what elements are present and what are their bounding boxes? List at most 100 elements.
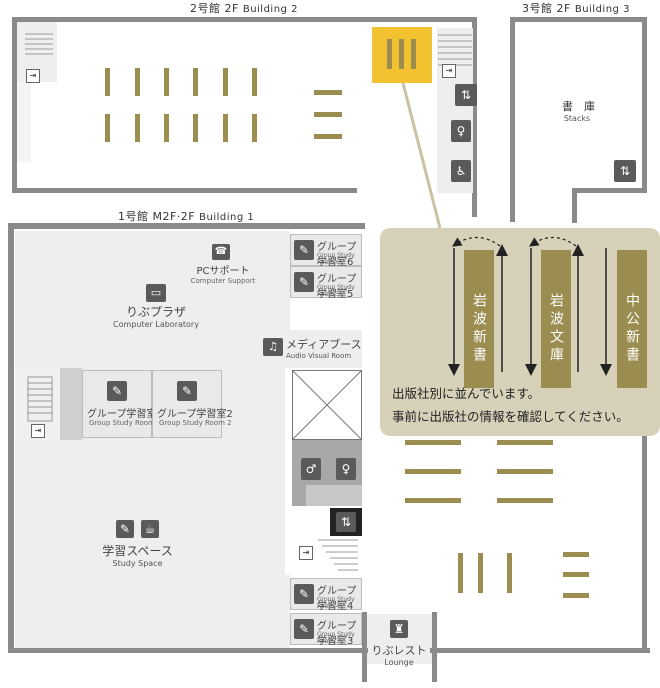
b3-wall-left — [510, 17, 515, 222]
building-2-en: Building 2 — [242, 4, 298, 15]
b1-stairs — [27, 376, 53, 422]
shelf — [164, 68, 169, 96]
building-2-name: 2号館 2F — [190, 2, 239, 15]
study-space-label: 学習スペース Study Space — [90, 542, 185, 568]
shelf — [563, 552, 589, 557]
restroom-multipurpose-icon: ♿ — [451, 160, 471, 182]
group-study-room-6[interactable]: ✎ グループ学習室6 Group Study Room 6 — [290, 234, 362, 268]
group-study-room-6-ja: グループ学習室6 — [317, 242, 357, 268]
pc-support-icon: ☎ — [212, 244, 230, 260]
group-study-room-5[interactable]: ✎ グループ学習室5 Group Study Room 5 — [290, 266, 362, 300]
shelf — [405, 498, 461, 503]
shelf — [314, 90, 342, 95]
group-study-icon: ✎ — [294, 619, 314, 639]
group-study-room-1-en: Group Study Room 1 — [89, 419, 162, 427]
b3-wall-right — [642, 17, 647, 193]
void-cross — [292, 370, 362, 440]
shelf — [135, 114, 140, 142]
b2-stairs-right — [438, 34, 472, 66]
b1-wall-left — [8, 223, 14, 653]
lounge-chair-icon: ♜ — [390, 620, 408, 638]
group-study-room-2-ja: グループ学習室2 — [157, 409, 233, 420]
building-1-en: Building 1 — [199, 212, 255, 223]
media-booth-label: メディアブース Audio Visual Room — [286, 336, 362, 360]
lounge-wall — [362, 612, 367, 682]
shelf — [223, 114, 228, 142]
b1-stair-dark — [60, 368, 82, 440]
computer-lab-en: Computer Laboratory — [113, 320, 199, 329]
b1-stairs-center — [318, 539, 358, 571]
lounge-ja: りぶレスト — [371, 644, 427, 657]
building-2-floor: ⇥ — [12, 17, 477, 217]
group-study-room-1[interactable]: ✎ グループ学習室1 Group Study Room 1 — [82, 370, 163, 438]
shelf — [164, 114, 169, 142]
shelf — [135, 68, 140, 96]
group-study-room-4-en: Group Study Room 4 — [317, 596, 355, 610]
shelf — [497, 498, 553, 503]
group-study-room-3-en: Group Study Room 3 — [317, 631, 355, 645]
restroom-block-inner — [306, 485, 362, 506]
callout-note-line-2: 事前に出版社の情報を確認してください。 — [392, 409, 629, 424]
lounge-wall-right — [432, 612, 437, 682]
elevator-icon: ⇅ — [336, 512, 356, 532]
group-study-room-5-en: Group Study Room 5 — [317, 284, 355, 298]
b2-wall-top — [12, 17, 477, 22]
shelf — [399, 39, 404, 69]
pc-support-en: Computer Support — [190, 277, 256, 285]
restroom-male-icon: ♂ — [301, 458, 321, 480]
b1-exit-icon-center: ⇥ — [299, 546, 313, 560]
media-booth-ja: メディアブース — [286, 338, 362, 351]
elevator-icon: ⇅ — [455, 84, 477, 106]
b1-wall-bottom — [8, 648, 368, 653]
group-study-icon: ✎ — [294, 584, 314, 604]
shelf-iwanami-shinsho: 岩波新書 — [464, 250, 494, 388]
shelf — [507, 553, 512, 593]
building-3-en: Building 3 — [574, 4, 630, 15]
highlighted-shelf-location — [372, 27, 432, 83]
lamp-icon: ☕ — [141, 520, 159, 538]
computer-icon: ▭ — [146, 284, 166, 302]
b3-wall-notch — [572, 188, 577, 223]
b2-exit-icon: ⇥ — [26, 69, 40, 83]
shelf — [411, 39, 416, 69]
stacks-ja: 書 庫 — [562, 100, 595, 113]
shelf — [405, 469, 461, 474]
group-study-room-2[interactable]: ✎ グループ学習室2 Group Study Room 2 — [152, 370, 233, 438]
group-study-room-3[interactable]: ✎ グループ学習室3 Group Study Room 3 — [290, 613, 362, 647]
lounge-en: Lounge — [384, 658, 414, 667]
b2-wall-bottom-left — [12, 188, 357, 193]
group-study-room-4[interactable]: ✎ グループ学習室4 Group Study Room 4 — [290, 578, 362, 612]
study-space-lower — [250, 575, 290, 648]
shelf — [105, 68, 110, 96]
shelf — [193, 114, 198, 142]
elevator-icon-b3: ⇅ — [614, 160, 636, 182]
b1-wall-top — [8, 223, 365, 229]
stacks-en: Stacks — [563, 114, 591, 123]
b2-exit-icon-right: ⇥ — [442, 64, 456, 78]
restroom-female-icon: ♀ — [451, 120, 471, 142]
b2-wall-left — [12, 17, 17, 193]
atrium-void — [292, 370, 362, 440]
group-study-room-6-en: Group Study Room 6 — [317, 252, 355, 266]
group-study-icon: ✎ — [294, 240, 314, 260]
callout-note-line-1: 出版社別に並んでいます。 — [392, 386, 541, 401]
group-study-icon: ✎ — [294, 272, 314, 292]
building-3-title: 3号館 2F Building 3 — [522, 0, 630, 16]
shelf — [563, 593, 589, 598]
building-3-name: 3号館 2F — [522, 2, 571, 15]
group-study-room-5-ja: グループ学習室5 — [317, 274, 357, 300]
stacks-label: 書 庫 Stacks — [562, 98, 595, 123]
shelf — [458, 553, 463, 593]
shelf — [497, 440, 553, 445]
headphones-icon: ♫ — [263, 338, 283, 356]
shelf — [105, 114, 110, 142]
computer-lab-label: りぶプラザ Computer Laboratory — [100, 303, 212, 329]
shelf — [405, 440, 461, 445]
shelf — [252, 114, 257, 142]
shelf — [563, 572, 589, 577]
study-space-en: Study Space — [112, 559, 163, 568]
restroom-female-icon: ♀ — [336, 458, 356, 480]
b3-wall-top — [510, 17, 647, 22]
shelf-chuko-shinsho: 中公新書 — [617, 250, 647, 388]
b1-wall-right — [642, 430, 647, 652]
